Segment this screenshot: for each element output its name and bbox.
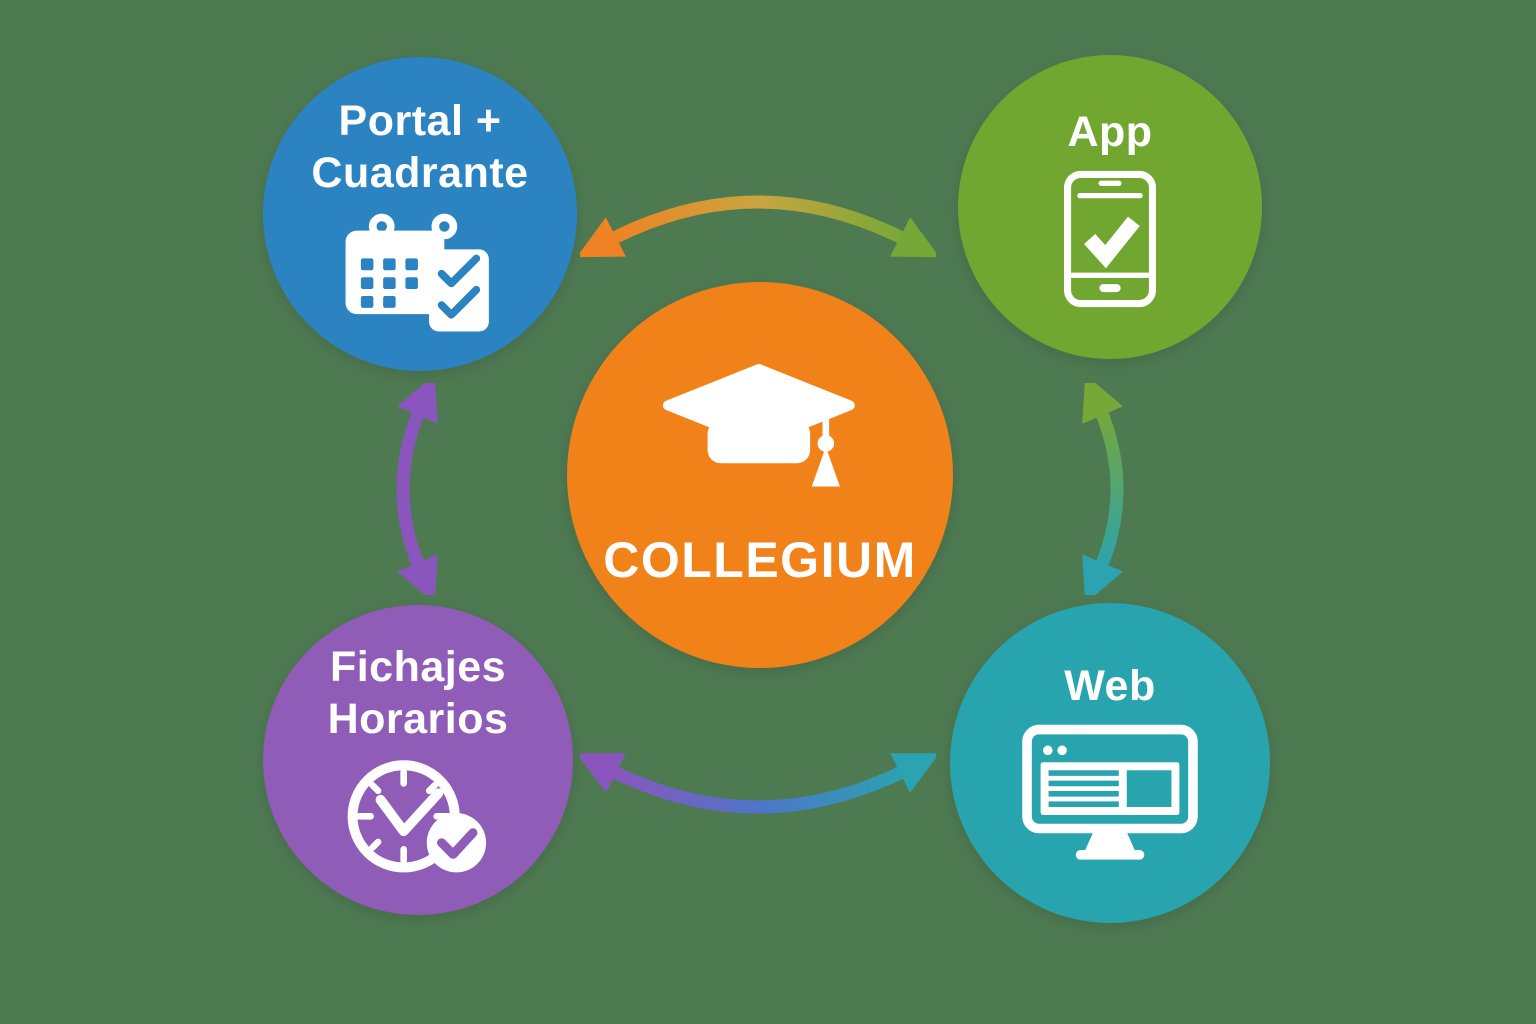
center-label: COLLEGIUM bbox=[603, 530, 916, 591]
arrow-portal-app bbox=[580, 195, 936, 258]
calendar-checklist-icon bbox=[345, 214, 489, 332]
monitor-icon bbox=[1022, 725, 1198, 860]
node-label-line: Portal + bbox=[338, 96, 502, 145]
node-label-line: COLLEGIUM bbox=[603, 531, 917, 588]
node-label-line: Cuadrante bbox=[311, 149, 529, 197]
node-fichajes-horarios: Fichajes Horarios bbox=[263, 605, 573, 915]
node-label-line: Horarios bbox=[327, 695, 509, 743]
node-label-line: App bbox=[1067, 107, 1153, 156]
clock-check-icon bbox=[347, 760, 486, 873]
node-app: App bbox=[958, 55, 1262, 359]
graduation-cap-icon bbox=[662, 363, 855, 486]
node-web: Web bbox=[950, 603, 1270, 923]
node-collegium: COLLEGIUM bbox=[567, 282, 953, 668]
smartphone-check-icon bbox=[1064, 171, 1156, 308]
arrow-fichajes-web bbox=[580, 753, 936, 814]
node-portal-cuadrante: Portal + Cuadrante bbox=[263, 57, 577, 371]
node-web-label: Web bbox=[1064, 660, 1156, 712]
node-label-line: Fichajes bbox=[329, 642, 507, 691]
node-portal-label: Portal + Cuadrante bbox=[311, 95, 528, 200]
arrow-app-web bbox=[1082, 383, 1124, 595]
arrow-portal-fichajes bbox=[396, 383, 438, 595]
node-app-label: App bbox=[1067, 106, 1152, 158]
node-label-line: Web bbox=[1064, 661, 1156, 710]
node-fichajes-label: Fichajes Horarios bbox=[328, 641, 509, 746]
